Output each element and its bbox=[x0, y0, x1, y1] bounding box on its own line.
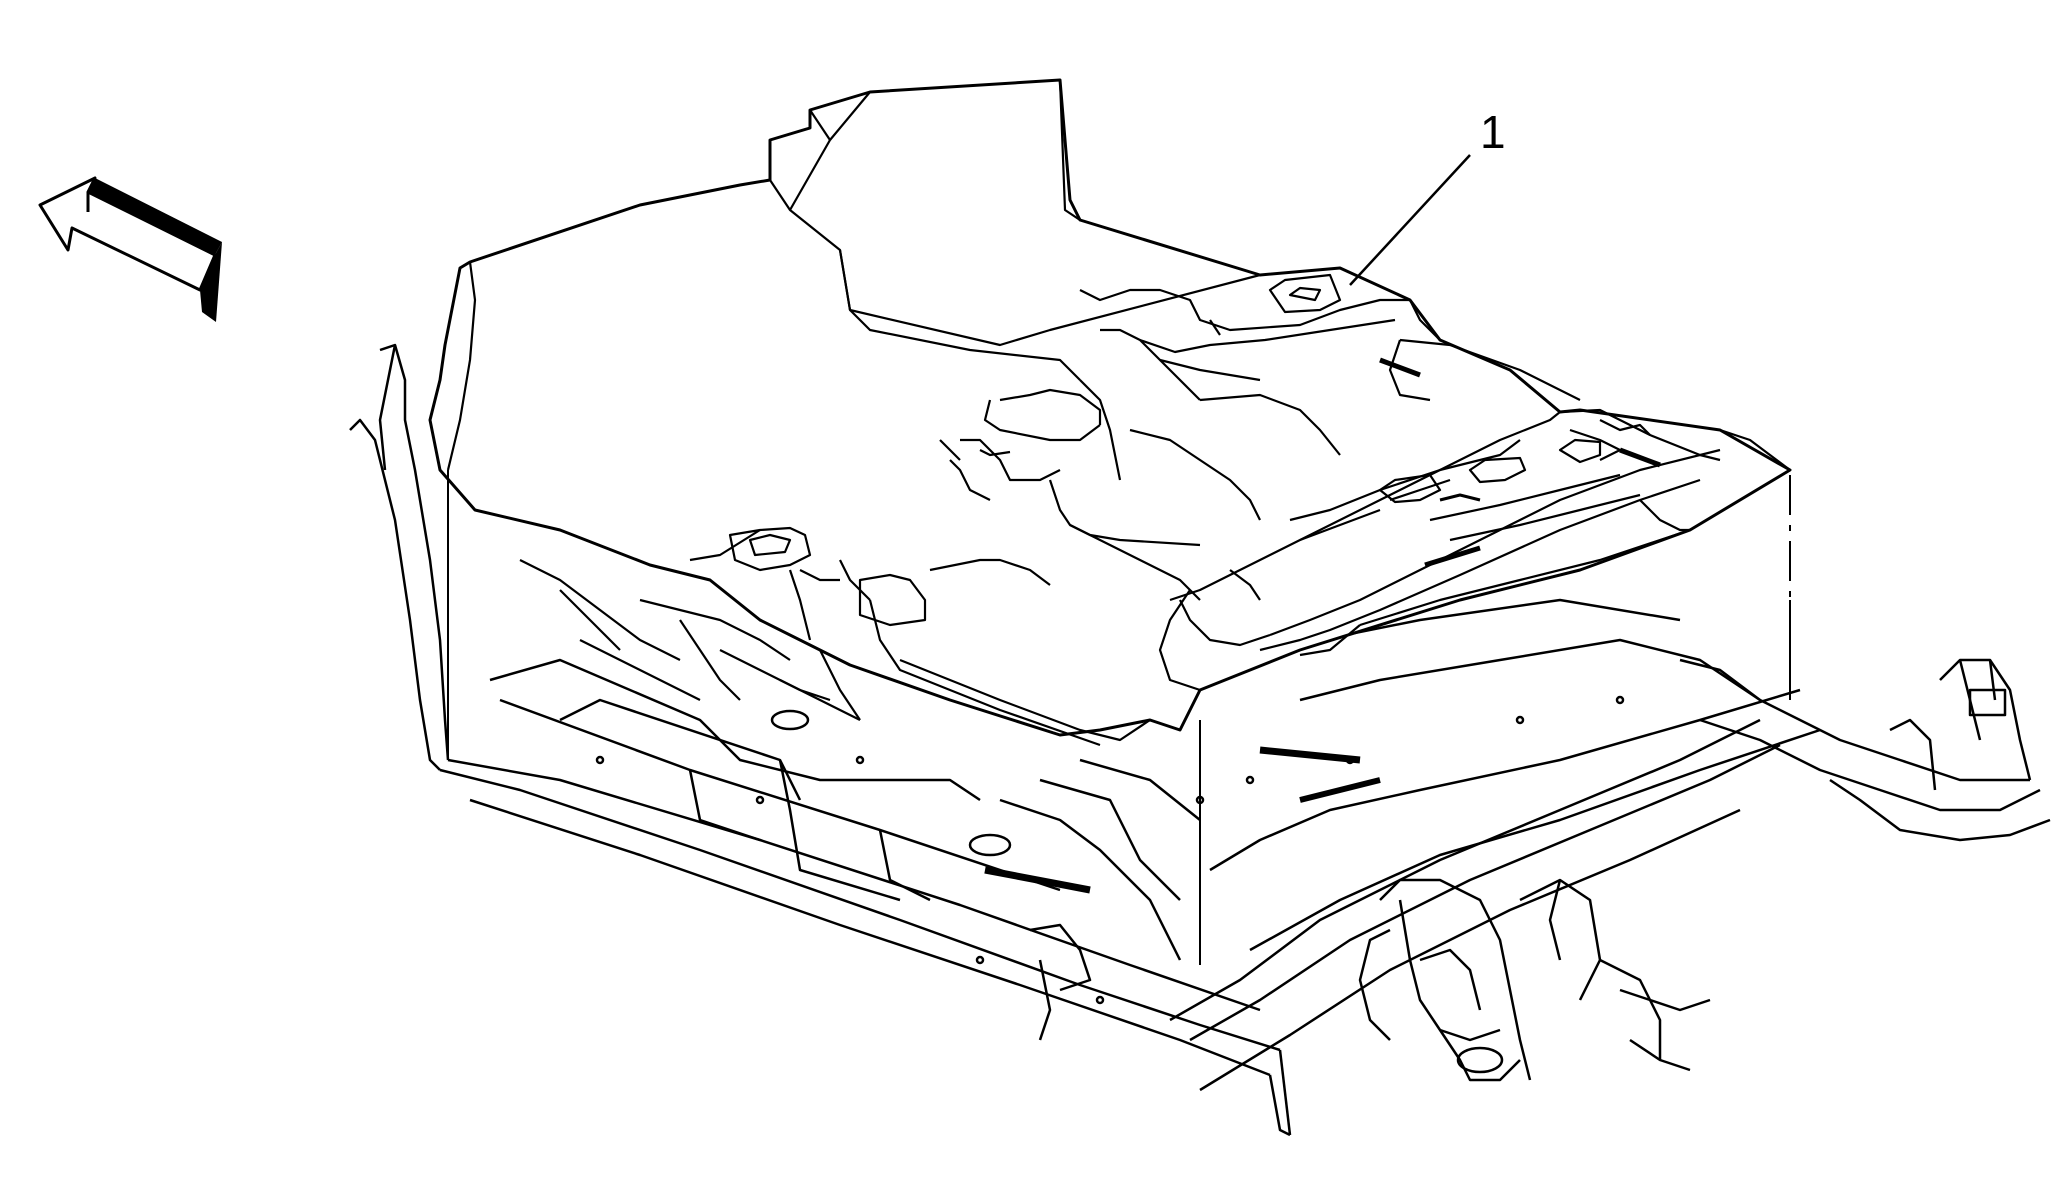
alignment-lines bbox=[447, 470, 1791, 965]
floor-carpet bbox=[428, 78, 1792, 737]
floor-pan bbox=[349, 343, 2051, 1137]
callout-leader-line bbox=[1349, 154, 1471, 286]
callout-label: 1 bbox=[1480, 106, 1506, 158]
carpet-details bbox=[428, 79, 1791, 747]
front-arrow-icon bbox=[38, 176, 222, 322]
callout-1: 1 bbox=[1349, 106, 1506, 286]
